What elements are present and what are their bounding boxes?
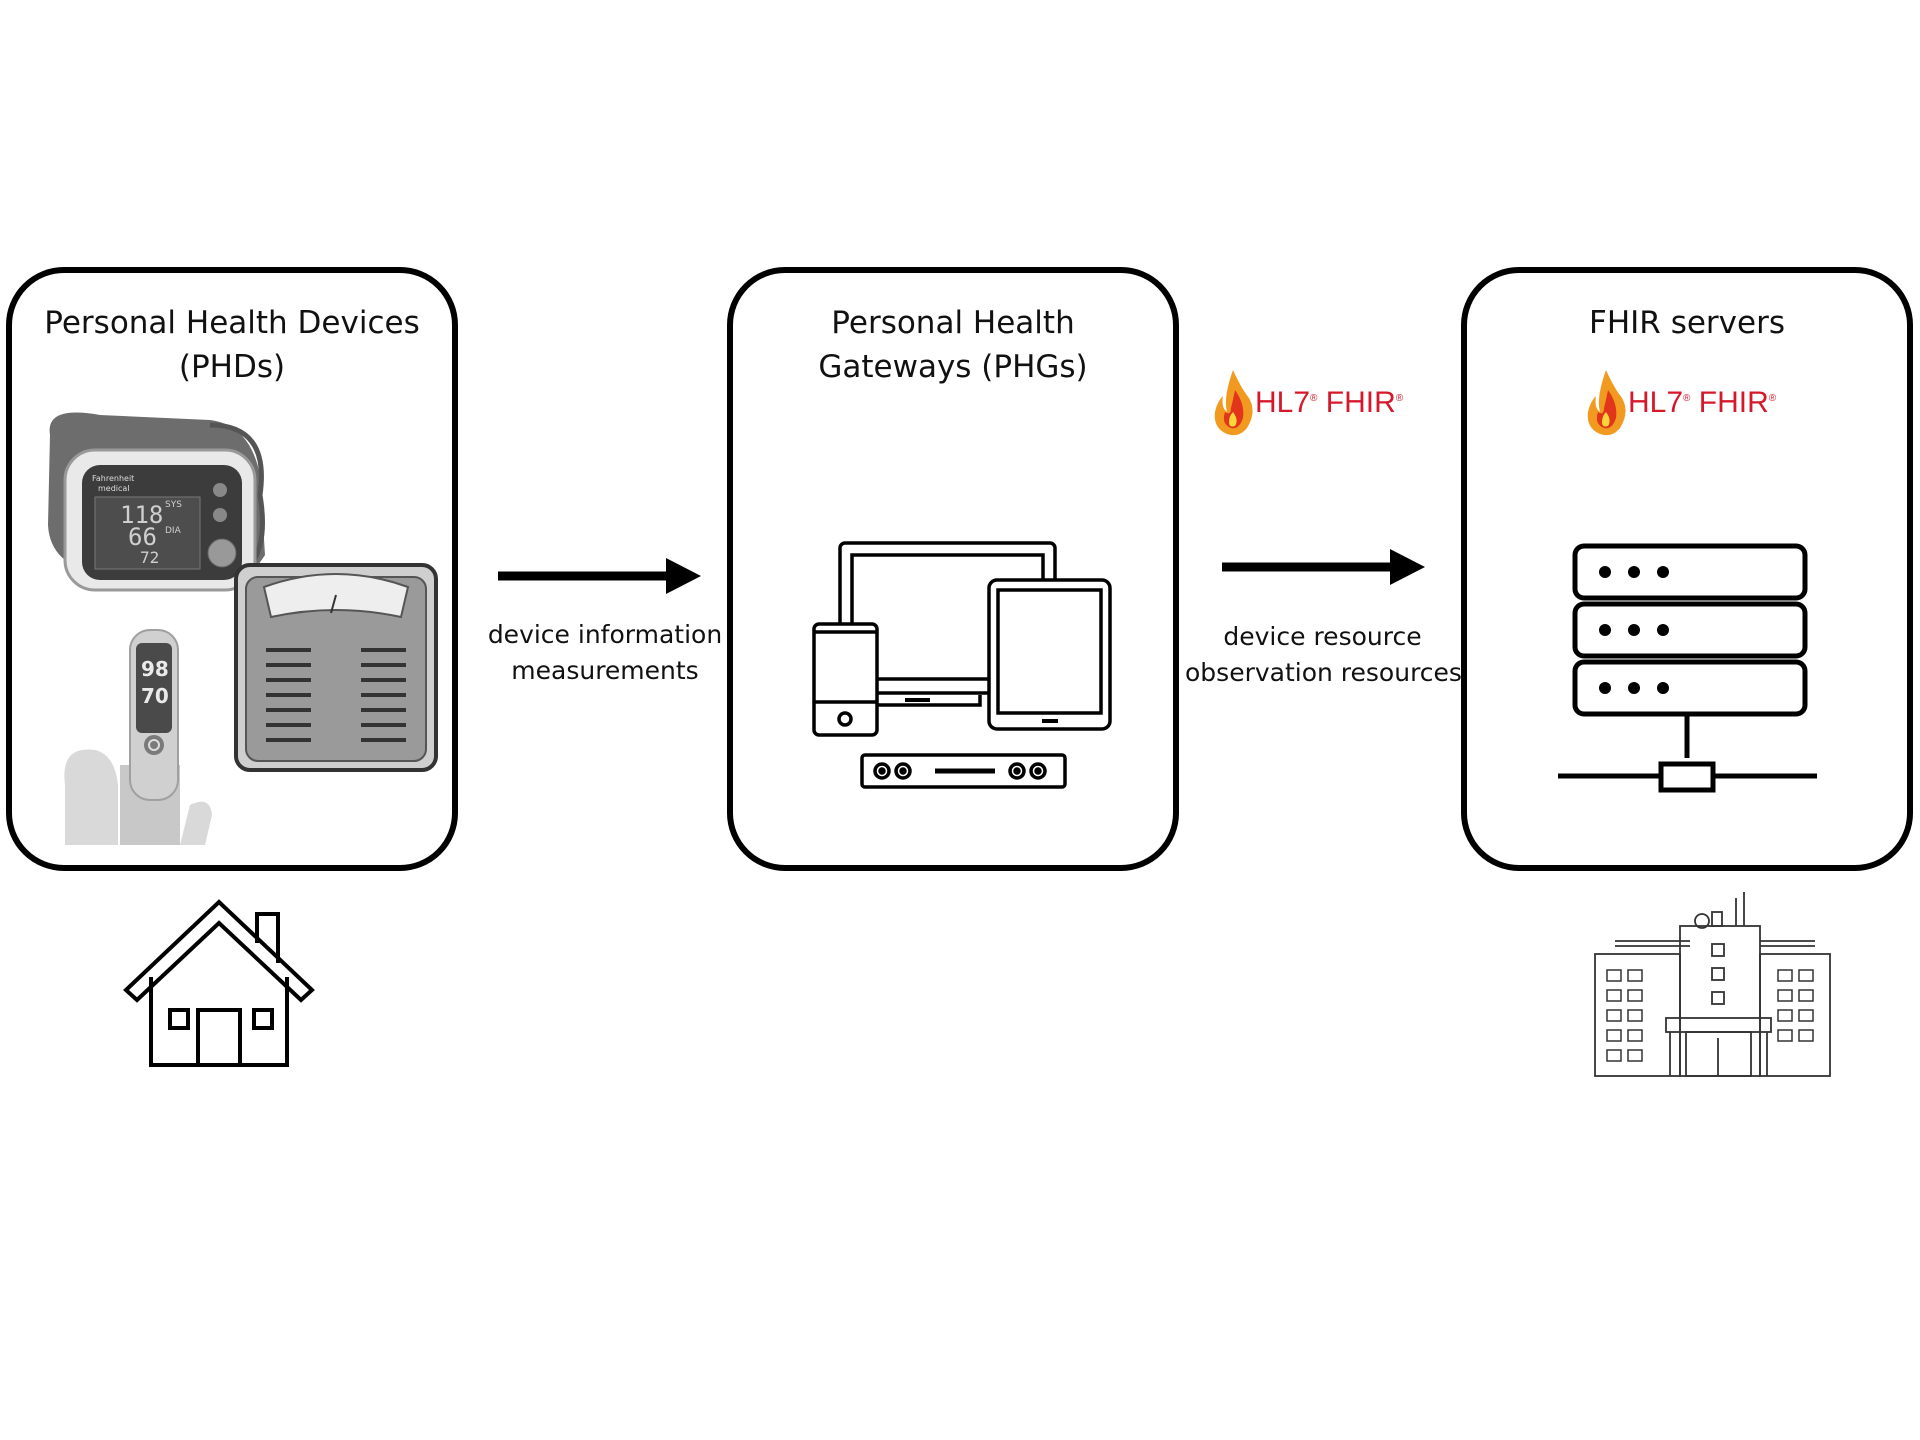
phd-devices-illustration: Fahrenheit medical 118 66 72 SYS DIA (48, 412, 438, 845)
phg-title: Personal Health Gateways (PHGs) (818, 305, 1088, 385)
house-icon (123, 899, 315, 1067)
oximeter-spo2: 98 (141, 657, 169, 681)
hl7-fhir-logo-edge: HL7® FHIR® (1211, 368, 1403, 438)
edge-label-phg-to-fhir: device resource observation resources (1185, 622, 1462, 687)
server-icon (1558, 543, 1817, 793)
scale-icon (234, 563, 438, 772)
edge-label-phd-to-phg: device information measurements (487, 620, 723, 685)
hl7-fhir-text: HL7® FHIR® (1255, 386, 1404, 419)
hl7-fhir-text: HL7® FHIR® (1628, 386, 1777, 419)
fhir-title: FHIR servers (1589, 305, 1785, 341)
hl7-fhir-logo-server: HL7® FHIR® (1584, 368, 1776, 438)
oximeter-pulse: 70 (141, 684, 169, 708)
arrow-phg-to-fhir (1222, 549, 1425, 585)
bp-pulse-value: 72 (140, 548, 159, 567)
hospital-icon (1594, 892, 1831, 1077)
phg-node: Personal Health Gateways (PHGs) (727, 267, 1179, 871)
bp-dia-value: 66 (128, 523, 157, 551)
phd-title: Personal Health Devices (PHDs) (44, 305, 420, 385)
bp-sys-label: SYS (165, 500, 182, 510)
bp-brand-line1: Fahrenheit (92, 474, 134, 483)
arrow-phd-to-phg (498, 558, 701, 594)
devices-icon (812, 541, 1112, 789)
bp-brand-line2: medical (98, 484, 130, 493)
bp-dia-label: DIA (165, 526, 182, 536)
fire-icon (1587, 370, 1626, 436)
blood-pressure-monitor-icon: Fahrenheit medical 118 66 72 SYS DIA (48, 412, 265, 592)
bp-sys-value: 118 (120, 501, 163, 529)
fire-icon (1214, 370, 1253, 436)
pulse-oximeter-icon: 98 70 (64, 629, 212, 845)
